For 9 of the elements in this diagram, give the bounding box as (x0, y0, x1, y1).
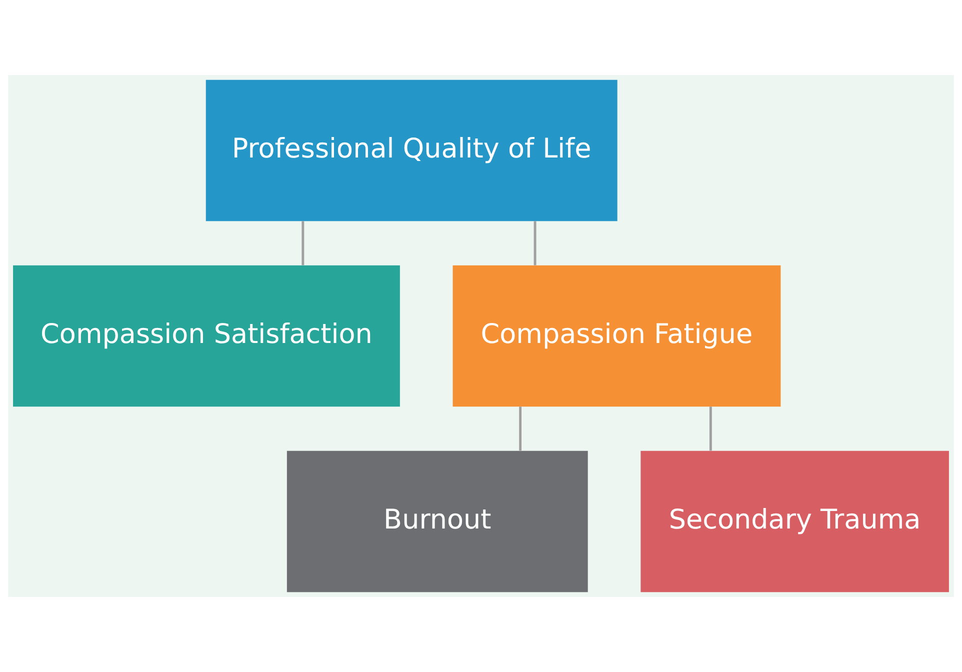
connector (534, 221, 536, 266)
node-box: Compassion Fatigue (452, 265, 781, 407)
connector (709, 406, 712, 451)
node-box: Burnout (286, 450, 588, 592)
node-box: Compassion Satisfaction (13, 265, 400, 407)
connector (519, 406, 522, 451)
node-box: Secondary Trauma (640, 450, 949, 592)
node-box: Professional Quality of Life (206, 80, 618, 222)
connector (302, 221, 304, 266)
